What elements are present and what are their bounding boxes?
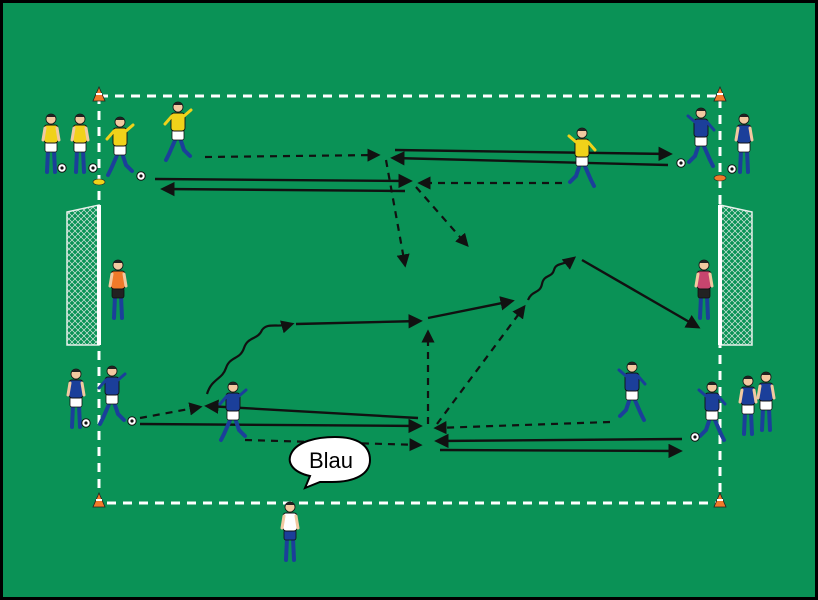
- player-icon: [756, 371, 776, 432]
- player-icon: [734, 113, 754, 174]
- player-icon: [70, 113, 90, 174]
- ball-icon: [690, 432, 700, 442]
- run-arrow: [581, 258, 701, 329]
- run-arrow: [434, 433, 683, 449]
- run-arrow: [390, 151, 669, 167]
- goal-net-icon-right: [718, 204, 753, 346]
- pass-arrow: [244, 438, 423, 452]
- cone-icon-top-left: [92, 85, 106, 102]
- balls-layer: [57, 158, 737, 442]
- player-icon: [163, 101, 193, 162]
- players-layer: [41, 101, 776, 562]
- run-arrow: [139, 418, 423, 434]
- ball-icon: [127, 416, 137, 426]
- goalkeeper-icon: [108, 259, 128, 320]
- run-arrow: [160, 181, 406, 197]
- cone-icon-top-right: [713, 85, 727, 102]
- player-icon: [218, 381, 248, 442]
- cone-icon-bottom-left: [92, 491, 106, 508]
- goalkeeper-icon: [694, 259, 714, 320]
- pass-arrow: [384, 159, 410, 268]
- coach-icon: [280, 501, 300, 562]
- run-arrow: [204, 399, 419, 420]
- run-arrow: [427, 296, 515, 320]
- player-icon: [686, 107, 716, 168]
- ball-icon: [136, 171, 146, 181]
- dribble-arrow: [205, 320, 295, 395]
- player-icon: [66, 368, 86, 429]
- marker-cone-icon-right: [713, 174, 727, 182]
- pass-arrow: [139, 402, 203, 420]
- run-arrow: [394, 146, 673, 162]
- pass-arrow: [436, 304, 526, 425]
- player-icon: [617, 361, 647, 422]
- pass-arrow: [433, 420, 611, 435]
- ball-icon: [676, 158, 686, 168]
- player-icon: [697, 381, 727, 442]
- player-icon: [41, 113, 61, 174]
- goal-net-icon-left: [66, 204, 101, 346]
- speech-bubble-icon: Blau: [288, 435, 372, 490]
- player-icon: [567, 127, 597, 188]
- ball-icon: [81, 418, 91, 428]
- dribble-arrow: [526, 256, 577, 301]
- movement-arrows: [139, 146, 701, 459]
- run-arrow: [439, 443, 683, 459]
- cone-icon-bottom-right: [713, 491, 727, 508]
- pitch-background: [3, 3, 815, 597]
- marker-cone-icon-left: [92, 178, 106, 186]
- run-arrow: [154, 173, 413, 189]
- player-icon: [738, 375, 758, 436]
- callout-text: Blau: [309, 448, 353, 473]
- run-arrow: [295, 314, 423, 329]
- player-icon: [105, 116, 135, 177]
- ball-icon: [88, 163, 98, 173]
- ball-icon: [727, 164, 737, 174]
- pass-arrow: [204, 148, 381, 162]
- player-icon: [97, 365, 127, 426]
- ball-icon: [57, 163, 67, 173]
